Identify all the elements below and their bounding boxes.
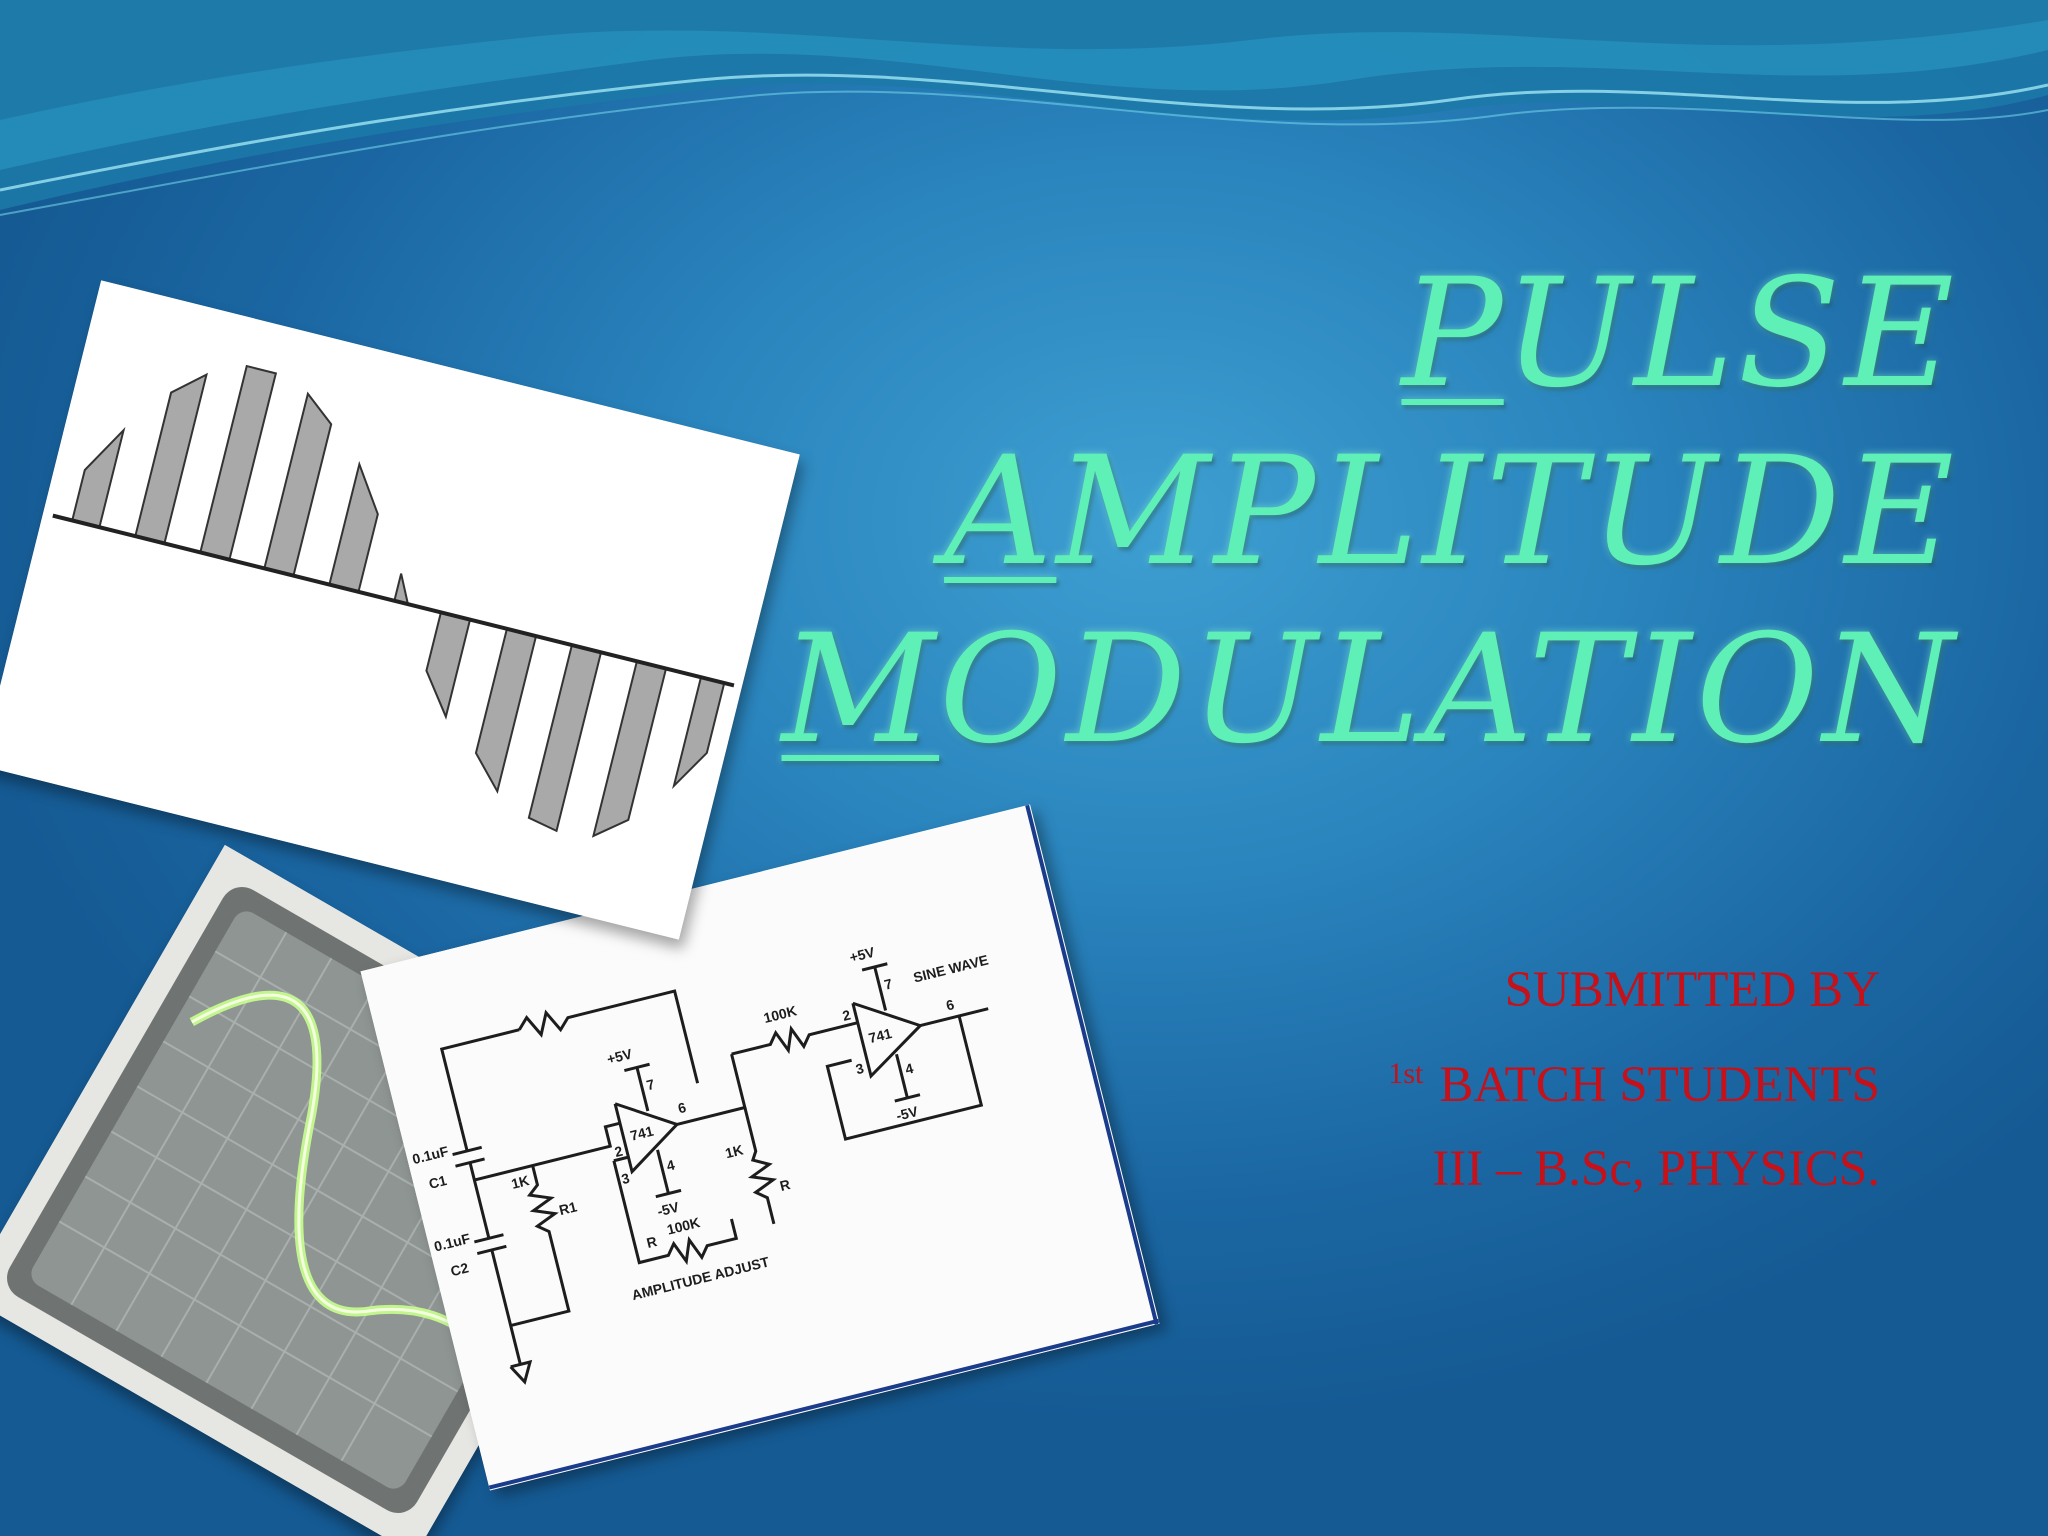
title-line-1: PULSE [658,245,1958,423]
batch-line: 1st BATCH STUDENTS [980,1032,1880,1127]
title-rest-1: ULSE [1503,247,1958,421]
title-rest-2: MPLITUDE [1056,425,1958,599]
circuit-label-opamp-a: 741 [628,1123,655,1144]
submitted-by-block: SUBMITTED BY 1st BATCH STUDENTS III – B.S… [980,948,1880,1211]
circuit-label-plus5-a: +5V [605,1045,634,1067]
submitted-by-heading: SUBMITTED BY [1504,962,1880,1018]
circuit-label-plus5-b: +5V [848,944,877,966]
class-line: III – B.Sc, PHYSICS. [1432,1141,1880,1197]
circuit-label-c1: C1 [427,1172,448,1192]
circuit-label-100k-b: 100K [665,1214,701,1238]
batch-ordinal: 1st [1388,1057,1424,1090]
title-initial-p: P [1401,247,1504,421]
circuit-pin-4a: 4 [665,1156,677,1173]
circuit-pin-7a: 7 [645,1076,657,1093]
circuit-label-1k-a: 1K [510,1172,531,1192]
pam-waveform-image [0,280,800,940]
circuit-pin-3a: 3 [620,1170,632,1187]
circuit-label-minus5-b: -5V [895,1103,921,1124]
title-line-2: AMPLITUDE [658,423,1958,601]
title-line-3: MODULATION [658,601,1958,779]
circuit-label-r-b: R [778,1176,792,1194]
circuit-pin-2b: 2 [841,1006,853,1023]
circuit-label-r-a: R [645,1233,659,1251]
circuit-label-opamp-b: 741 [867,1025,894,1046]
circuit-label-r1: R1 [557,1198,578,1218]
slide-title: PULSE AMPLITUDE MODULATION [658,245,1958,779]
circuit-label-1k-b: 1K [723,1141,744,1161]
circuit-pin-2a: 2 [613,1143,625,1160]
title-initial-m: M [781,603,940,777]
decorative-waves [0,0,2048,216]
circuit-label-minus5-a: -5V [656,1199,682,1220]
circuit-label-100k-a: 100K [762,1002,798,1026]
circuit-pin-3b: 3 [854,1060,866,1077]
circuit-diagram: +5V +5V -5V -5V 741 741 SINE WAVE 100K 1… [360,804,1160,1491]
circuit-pin-6a: 6 [676,1099,688,1116]
circuit-pin-4b: 4 [904,1060,916,1077]
circuit-pin-7b: 7 [882,975,894,992]
title-initial-a: A [944,425,1057,599]
batch-students: BATCH STUDENTS [1439,1057,1880,1113]
circuit-pin-6b: 6 [944,996,956,1013]
circuit-label-c2: C2 [449,1259,470,1279]
title-rest-3: ODULATION [939,603,1958,777]
